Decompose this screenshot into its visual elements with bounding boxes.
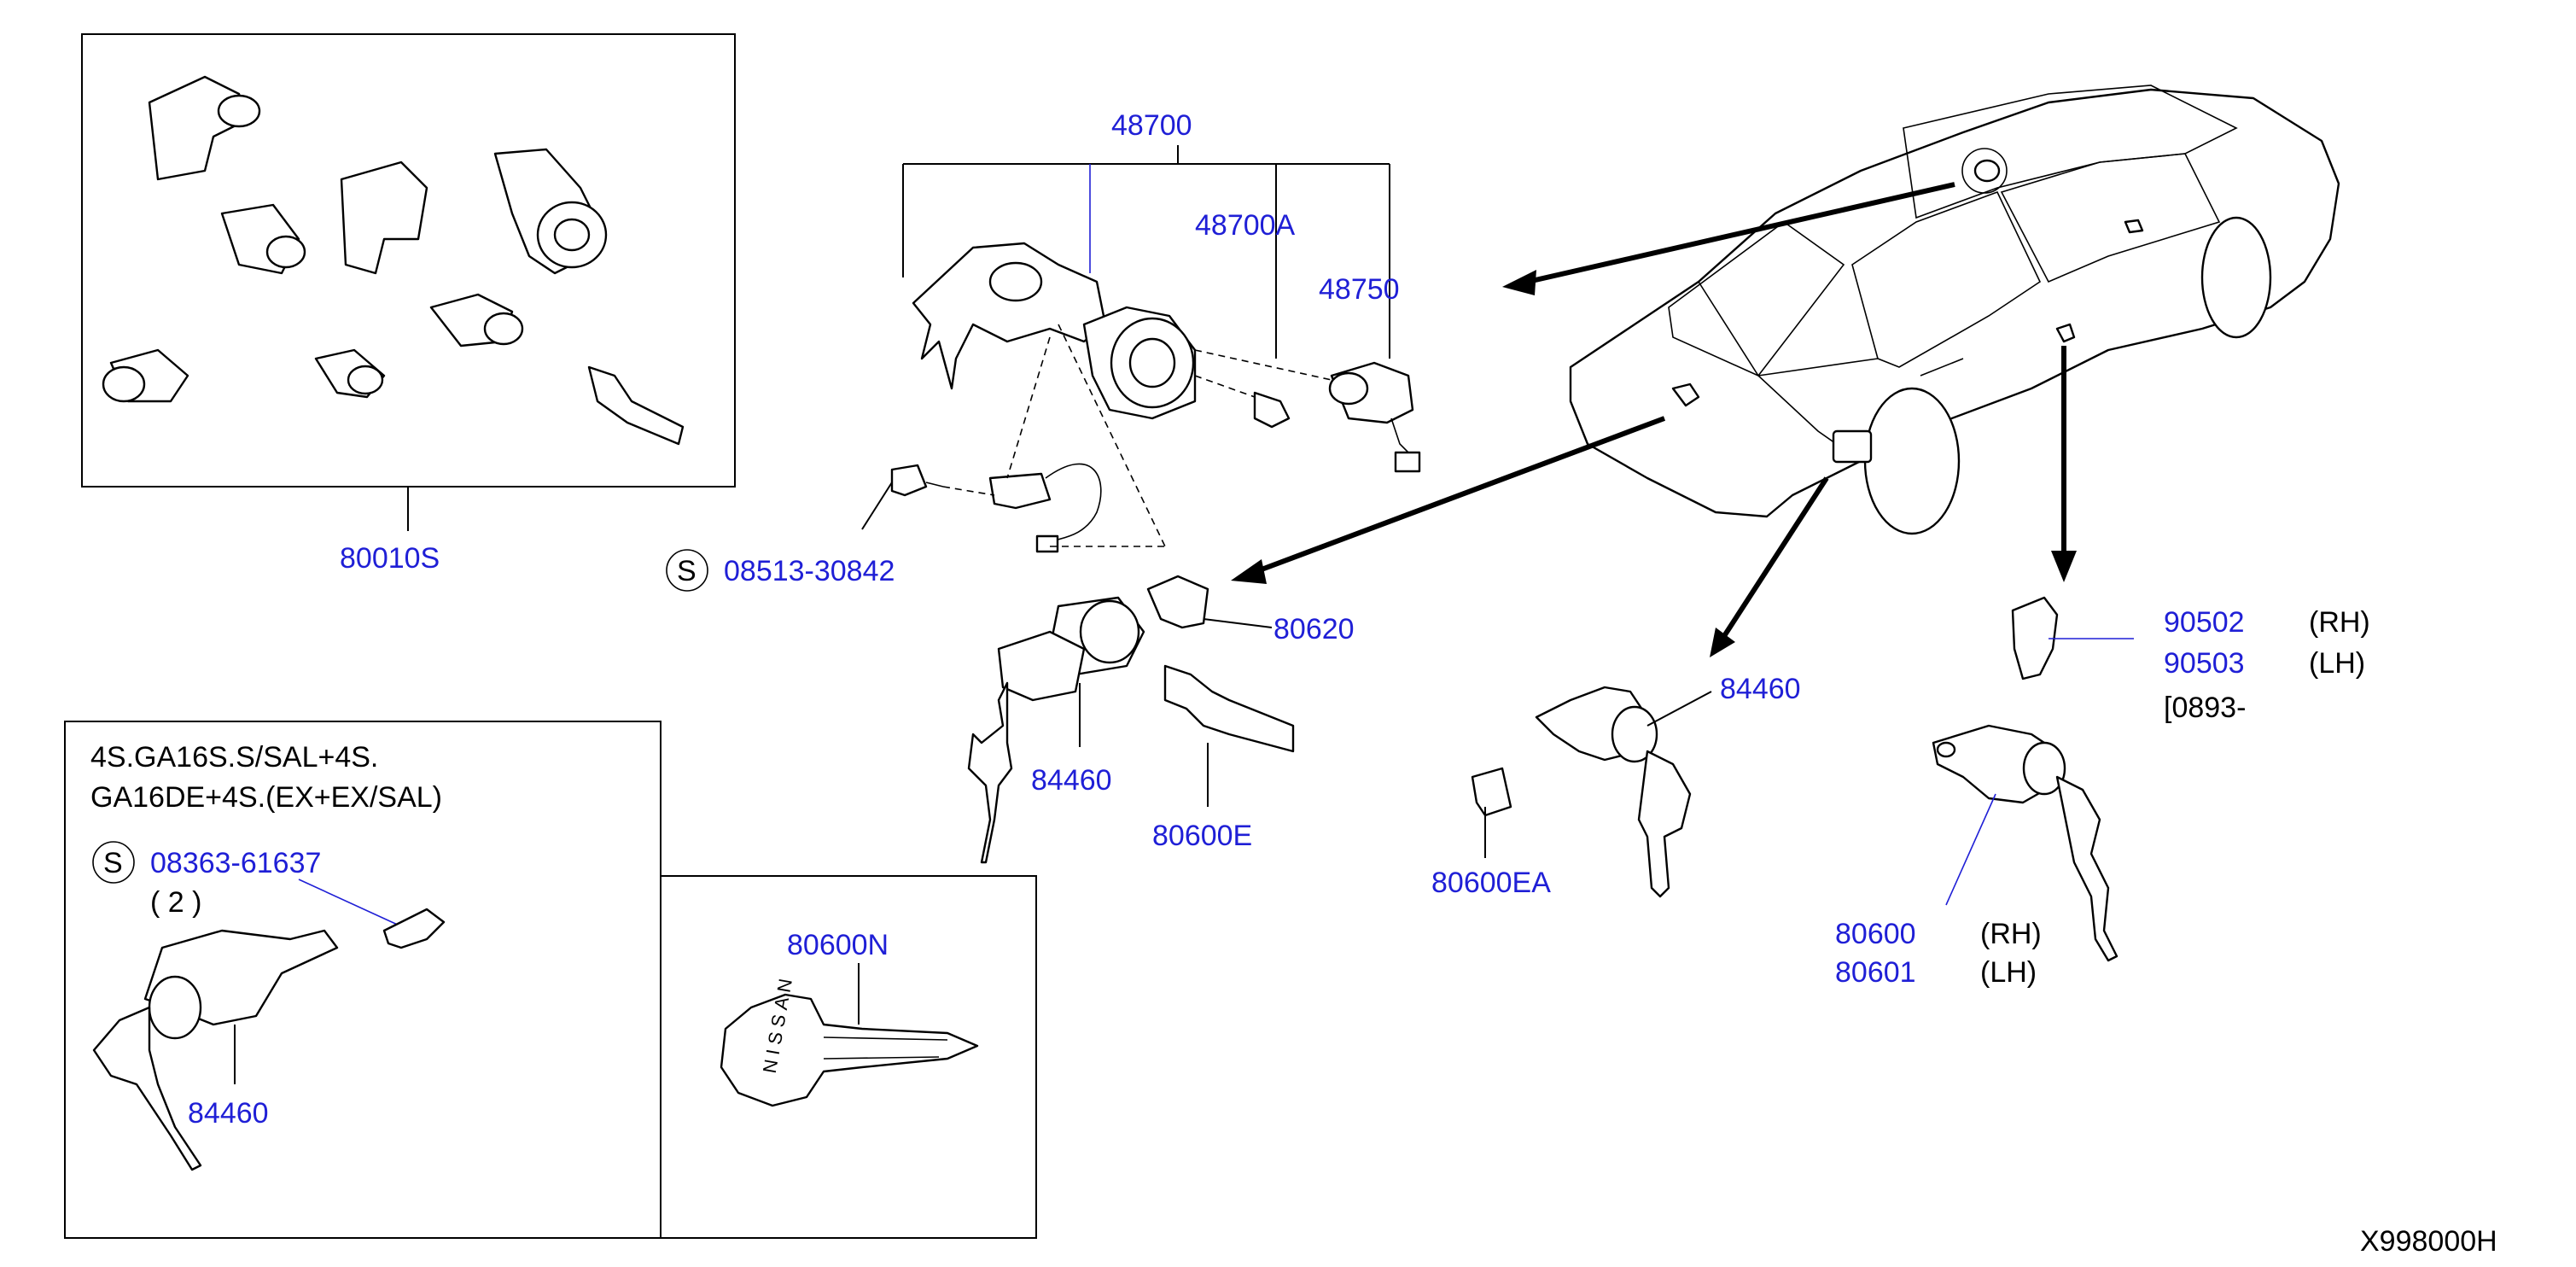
screw-symbol-inset-label: S	[103, 847, 123, 879]
part-84460-inset-label: 84460	[188, 1097, 269, 1130]
part-48700-label: 48700	[1111, 109, 1192, 142]
inset-condition-line1: 4S.GA16S.S/SAL+4S.	[90, 741, 378, 774]
part-84460-center-label: 84460	[1031, 764, 1112, 797]
rh-label-2: (RH)	[1980, 918, 2042, 950]
part-80010s-label: 80010S	[340, 542, 440, 575]
part-48700a-label: 48700A	[1195, 209, 1296, 242]
rh-label-1: (RH)	[2309, 606, 2370, 639]
ignition-lock-drawing	[890, 242, 1421, 553]
pointer-arrows	[1231, 182, 2077, 657]
part-90503-label: 90503	[2164, 647, 2245, 680]
fuel-cylinder-drawing	[1932, 724, 2118, 962]
part-80600e-label: 80600E	[1152, 820, 1252, 852]
part-90502-label: 90502	[2164, 606, 2245, 639]
part-80600-label: 80600	[1835, 918, 1916, 950]
part-80601-label: 80601	[1835, 956, 1916, 989]
inset-condition-line2: GA16DE+4S.(EX+EX/SAL)	[90, 781, 442, 814]
screw-symbol-top	[666, 549, 708, 592]
trunk-lock-drawing	[2011, 596, 2134, 680]
inset-cylinder-drawing	[92, 908, 446, 1171]
part-08513-label: 08513-30842	[724, 555, 895, 587]
part-84460-door-label: 84460	[1720, 673, 1801, 705]
key-box	[660, 875, 1037, 1239]
ignition-dash-lines	[942, 324, 1332, 547]
center-cylinder-drawing	[967, 575, 1295, 864]
part-80600n-label: 80600N	[787, 929, 889, 961]
part-48750-label: 48750	[1319, 273, 1400, 306]
part-80620-label: 80620	[1273, 613, 1355, 645]
screw-symbol-top-label: S	[677, 555, 696, 587]
diagram-code: X998000H	[2360, 1225, 2497, 1258]
screw-symbol-inset	[92, 841, 135, 884]
door-cylinder-drawing	[1471, 686, 1692, 898]
lh-label-2: (LH)	[1980, 956, 2037, 989]
quantity-label: ( 2 )	[150, 886, 201, 919]
date-range-label: [0893-	[2164, 692, 2246, 724]
kit-parts-drawing	[102, 75, 685, 446]
kit-box-80010s	[81, 33, 736, 531]
key-drawing: NISSAN	[720, 972, 979, 1107]
ignition-set-bracket	[902, 145, 1390, 359]
part-08363-label: 08363-61637	[150, 847, 321, 879]
car-outline	[1569, 85, 2340, 535]
lh-label-1: (LH)	[2309, 647, 2365, 680]
part-80600ea-label: 80600EA	[1431, 867, 1551, 899]
